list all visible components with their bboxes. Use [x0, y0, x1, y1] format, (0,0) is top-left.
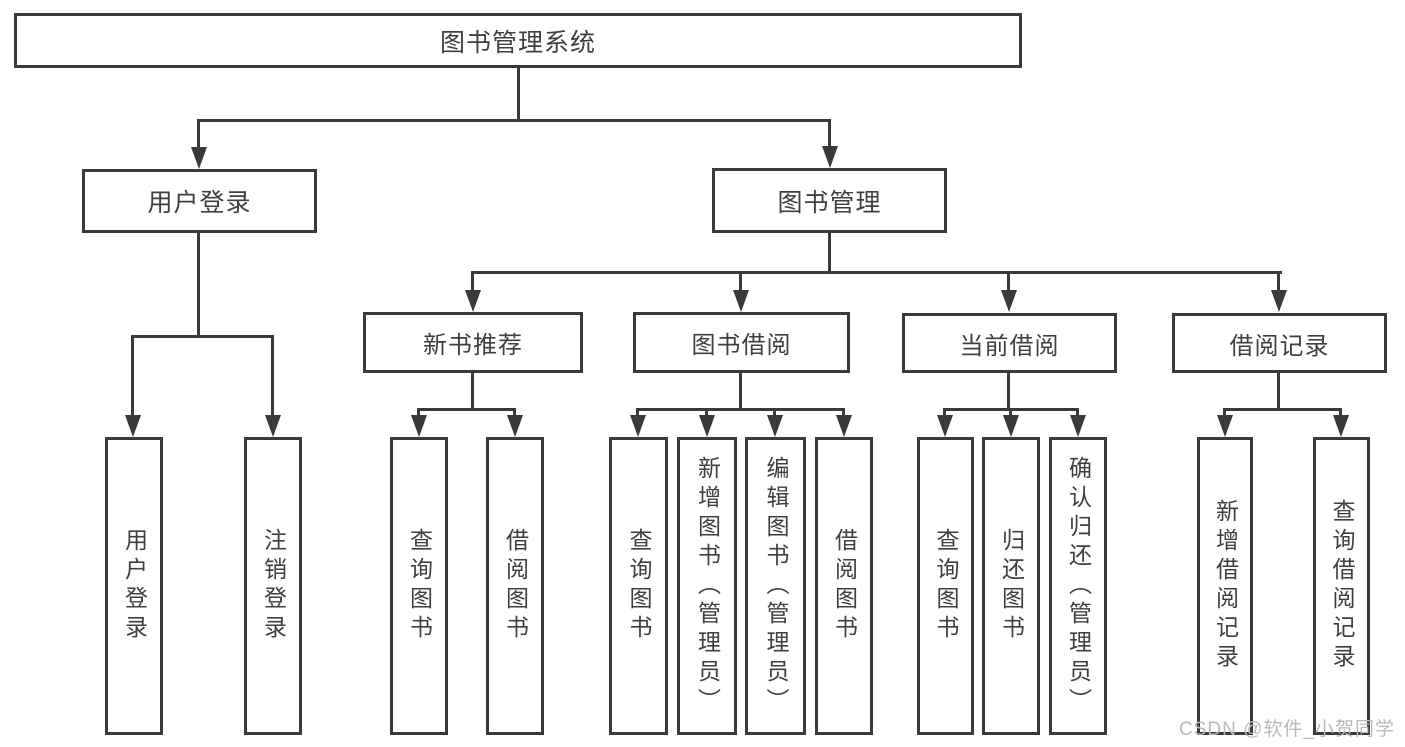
- leaf-query-borrow-record: 查询借阅记录: [1313, 437, 1370, 735]
- leaf-user-login: 用户登录: [105, 437, 163, 735]
- leaf-edit-books-admin: 编辑图书（管理员）: [745, 437, 806, 735]
- connector-book-management-bar: [472, 271, 1282, 274]
- arrow-down-icon: [1001, 290, 1017, 312]
- arrow-down-icon: [1070, 415, 1086, 437]
- arrow-down-icon: [937, 415, 953, 437]
- connector-drop-query-books-2: [636, 408, 639, 415]
- connector-root-stem: [517, 68, 520, 119]
- leaf-query-books-1: 查询图书: [390, 437, 448, 735]
- connector-book-borrowing-stem: [739, 373, 742, 411]
- arrow-down-icon: [507, 415, 523, 437]
- node-book-management-system: 图书管理系统: [14, 13, 1022, 68]
- watermark: CSDN @软件_小贺同学: [1179, 719, 1395, 740]
- connector-drop-add-books: [705, 408, 708, 415]
- connector-drop-borrow-books-2: [842, 408, 845, 415]
- connector-drop-leaf-logout: [271, 335, 274, 415]
- connector-root-bar: [198, 119, 831, 122]
- connector-current-borrowing-stem: [1007, 373, 1010, 411]
- connector-drop-borrow-books-1: [513, 408, 516, 415]
- connector-drop-new-book-recommendation: [471, 271, 474, 290]
- connector-drop-current-borrowing: [1007, 271, 1010, 290]
- node-book-borrowing: 图书借阅: [633, 312, 850, 373]
- connector-user-login-stem: [197, 233, 200, 338]
- arrow-down-icon: [191, 147, 207, 169]
- leaf-query-books-3: 查询图书: [917, 437, 974, 735]
- arrow-down-icon: [822, 146, 838, 168]
- node-book-management: 图书管理: [712, 168, 947, 233]
- leaf-return-books: 归还图书: [982, 437, 1040, 735]
- connector-drop-user-login: [197, 119, 200, 147]
- node-new-book-recommendation: 新书推荐: [363, 312, 583, 373]
- leaf-logout: 注销登录: [244, 437, 302, 735]
- leaf-add-borrow-record: 新增借阅记录: [1197, 437, 1253, 735]
- connector-borrowing-records-stem: [1277, 373, 1280, 411]
- connector-drop-book-management: [828, 119, 831, 146]
- connector-book-borrowing-bar: [637, 408, 845, 411]
- arrow-down-icon: [733, 290, 749, 312]
- leaf-borrow-books-2: 借阅图书: [815, 437, 873, 735]
- connector-drop-book-borrowing: [739, 271, 742, 290]
- connector-drop-query-books-3: [943, 408, 946, 415]
- arrow-down-icon: [265, 415, 281, 437]
- arrow-down-icon: [1217, 415, 1233, 437]
- leaf-confirm-return-admin: 确认归还（管理员）: [1049, 437, 1107, 735]
- node-user-login: 用户登录: [82, 169, 317, 233]
- arrow-down-icon: [465, 290, 481, 312]
- connector-drop-return-books: [1009, 408, 1012, 415]
- connector-new-book-recommendation-stem: [471, 373, 474, 411]
- arrow-down-icon: [125, 415, 141, 437]
- connector-drop-add-borrow-record: [1223, 408, 1226, 415]
- arrow-down-icon: [767, 415, 783, 437]
- connector-book-management-stem: [828, 233, 831, 271]
- leaf-add-books-admin: 新增图书（管理员）: [677, 437, 737, 735]
- arrow-down-icon: [1003, 415, 1019, 437]
- connector-borrowing-records-bar: [1224, 408, 1342, 411]
- connector-drop-confirm-return: [1076, 408, 1079, 415]
- leaf-borrow-books-1: 借阅图书: [486, 437, 544, 735]
- node-borrowing-records: 借阅记录: [1172, 313, 1387, 373]
- connector-drop-query-books-1: [417, 408, 420, 415]
- connector-new-book-recommendation-bar: [418, 408, 516, 411]
- connector-drop-leaf-user-login: [131, 335, 134, 415]
- node-current-borrowing: 当前借阅: [902, 313, 1117, 373]
- connector-drop-edit-books: [773, 408, 776, 415]
- arrow-down-icon: [1271, 290, 1287, 312]
- arrow-down-icon: [836, 415, 852, 437]
- arrow-down-icon: [411, 415, 427, 437]
- connector-drop-borrowing-records: [1277, 271, 1280, 290]
- arrow-down-icon: [1333, 415, 1349, 437]
- arrow-down-icon: [630, 415, 646, 437]
- leaf-query-books-2: 查询图书: [609, 437, 668, 735]
- connector-user-login-bar: [132, 335, 274, 338]
- arrow-down-icon: [699, 415, 715, 437]
- connector-drop-query-borrow-record: [1339, 408, 1342, 415]
